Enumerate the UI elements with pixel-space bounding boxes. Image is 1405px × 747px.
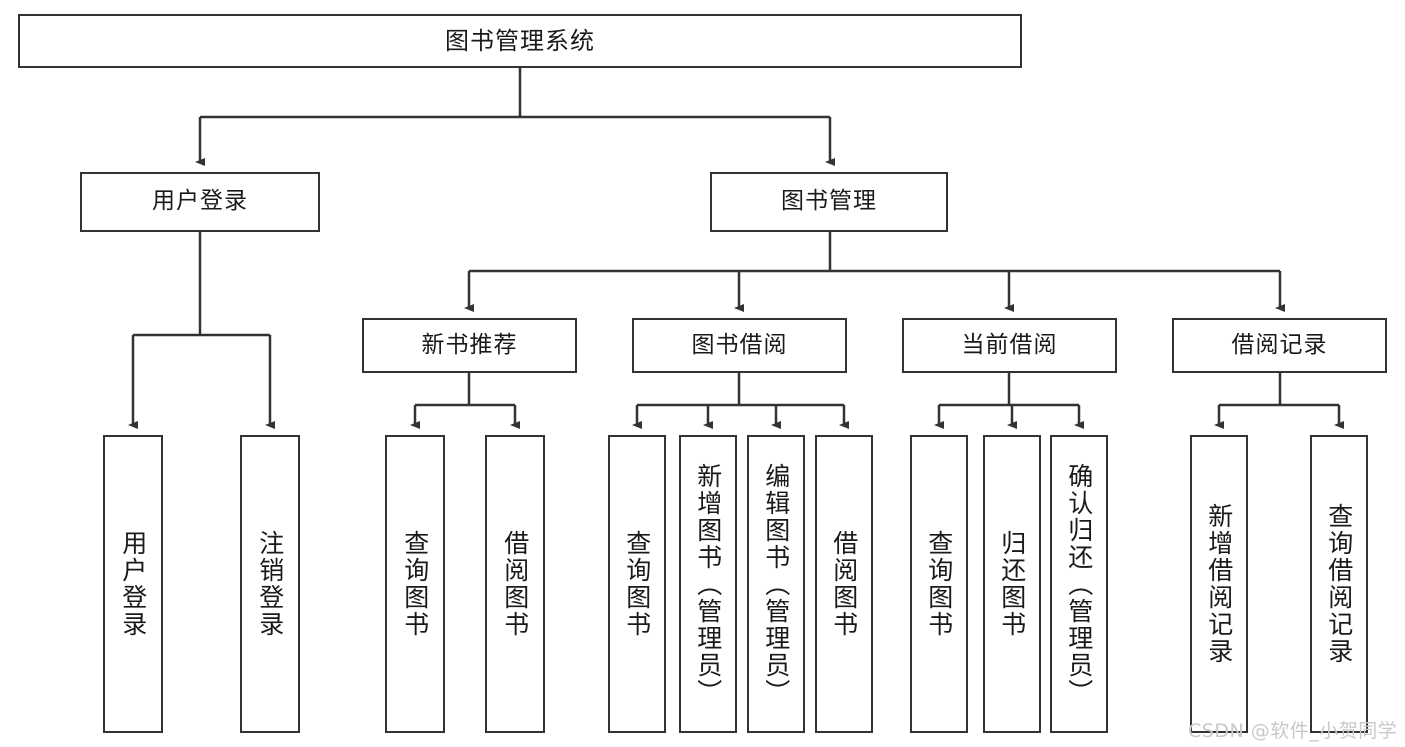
leaf-label: 查询图书 (924, 530, 954, 638)
leaf-logout[interactable]: 注销登录 (240, 435, 300, 733)
node-current-borrow[interactable]: 当前借阅 (902, 318, 1117, 373)
node-label: 图书管理 (781, 188, 877, 215)
leaf-add-book-admin[interactable]: 新增图书（管理员） (679, 435, 737, 733)
node-new-book-recommend[interactable]: 新书推荐 (362, 318, 577, 373)
leaf-label: 确认归还（管理员） (1064, 462, 1094, 706)
leaf-query-book-recommend[interactable]: 查询图书 (385, 435, 445, 733)
node-book-management[interactable]: 图书管理 (710, 172, 948, 232)
leaf-label: 注销登录 (255, 530, 285, 638)
leaf-return-book[interactable]: 归还图书 (983, 435, 1041, 733)
leaf-query-book-current[interactable]: 查询图书 (910, 435, 968, 733)
leaf-label: 新增借阅记录 (1204, 503, 1234, 665)
leaf-label: 借阅图书 (500, 530, 530, 638)
leaf-edit-book-admin[interactable]: 编辑图书（管理员） (747, 435, 805, 733)
leaf-label: 查询图书 (622, 530, 652, 638)
leaf-user-login[interactable]: 用户登录 (103, 435, 163, 733)
node-label: 当前借阅 (961, 331, 1058, 358)
node-book-borrow[interactable]: 图书借阅 (632, 318, 847, 373)
leaf-borrow-book-recommend[interactable]: 借阅图书 (485, 435, 545, 733)
node-borrow-record[interactable]: 借阅记录 (1172, 318, 1387, 373)
leaf-borrow-book[interactable]: 借阅图书 (815, 435, 873, 733)
leaf-label: 新增图书（管理员） (693, 462, 723, 706)
csdn-watermark: CSDN @软件_小贺同学 (1188, 720, 1398, 742)
node-label: 图书管理系统 (445, 26, 595, 55)
leaf-add-borrow-record[interactable]: 新增借阅记录 (1190, 435, 1248, 733)
node-user-login[interactable]: 用户登录 (80, 172, 320, 232)
leaf-label: 查询图书 (400, 530, 430, 638)
leaf-label: 用户登录 (118, 530, 148, 638)
node-label: 新书推荐 (421, 331, 518, 358)
leaf-label: 编辑图书（管理员） (761, 462, 791, 706)
leaf-confirm-return-admin[interactable]: 确认归还（管理员） (1050, 435, 1108, 733)
node-label: 用户登录 (152, 188, 248, 215)
leaf-query-book-borrow[interactable]: 查询图书 (608, 435, 666, 733)
leaf-query-borrow-record[interactable]: 查询借阅记录 (1310, 435, 1368, 733)
node-label: 图书借阅 (691, 331, 788, 358)
leaf-label: 查询借阅记录 (1324, 503, 1354, 665)
node-label: 借阅记录 (1231, 331, 1328, 358)
node-root-book-management-system[interactable]: 图书管理系统 (18, 14, 1022, 68)
leaf-label: 借阅图书 (829, 530, 859, 638)
leaf-label: 归还图书 (997, 530, 1027, 638)
